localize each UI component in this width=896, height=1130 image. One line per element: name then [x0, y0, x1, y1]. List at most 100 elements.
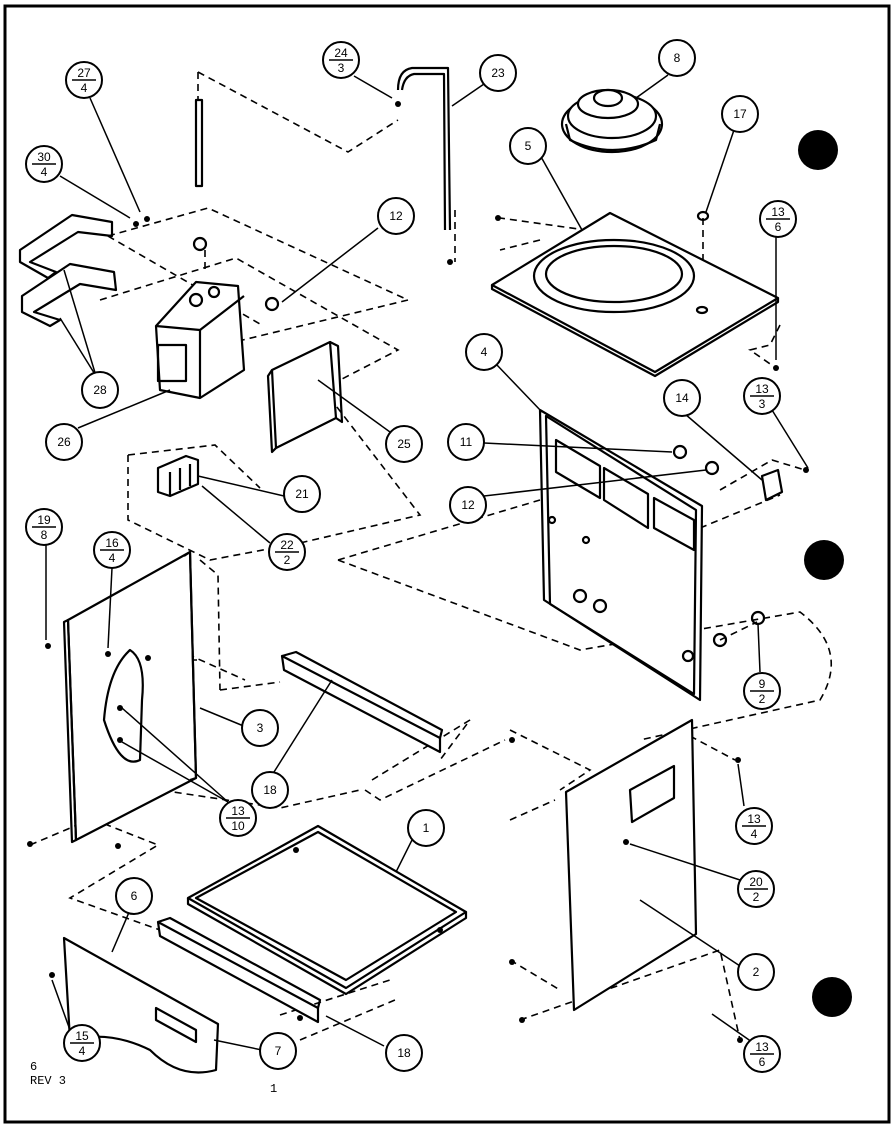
part-23-bent-rod: [396, 66, 452, 231]
callout-5: 5: [509, 127, 547, 165]
callout-13-10-number: 13: [231, 804, 245, 818]
part-4-back-panel: [538, 408, 704, 702]
part-8-fan-cap: [560, 88, 664, 154]
callout-19-8-number: 19: [37, 513, 51, 527]
callout-18-upper: 18: [251, 771, 289, 809]
callout-15-4-quantity: 4: [79, 1044, 86, 1058]
callout-3: 3: [241, 709, 279, 747]
part-26-motor: [154, 236, 246, 400]
callout-24-3-number: 24: [334, 46, 348, 60]
part-18-rail-upper: [280, 650, 444, 754]
fasteners: [27, 215, 809, 1043]
callout-13-6-top: 13 6: [759, 200, 797, 238]
footer-mark: 1: [270, 1082, 277, 1096]
callout-13-6-bottom-quantity: 6: [759, 1055, 766, 1069]
callout-13-6-top-quantity: 6: [775, 220, 782, 234]
part-21-terminal-block: [156, 454, 200, 498]
footer-revision: REV 3: [30, 1074, 66, 1088]
callout-6-number: 6: [131, 889, 138, 903]
diagram-frame: [3, 4, 891, 1124]
callout-1-number: 1: [423, 821, 430, 835]
callout-19-8: 19 8: [25, 508, 63, 546]
callout-27-4-quantity: 4: [81, 81, 88, 95]
callout-27-4: 27 4: [65, 61, 103, 99]
part-5-top-plate: [490, 211, 780, 378]
callout-19-8-quantity: 8: [41, 528, 48, 542]
callout-13-6-bottom: 13 6: [743, 1035, 781, 1073]
callout-20-2-number: 20: [749, 875, 763, 889]
callout-8-number: 8: [674, 51, 681, 65]
callout-8: 8: [658, 39, 696, 77]
binder-hole-bottom: [812, 977, 852, 1017]
part-shaft: [194, 98, 204, 188]
callout-16-4-quantity: 4: [109, 551, 116, 565]
callout-27-4-number: 27: [77, 66, 91, 80]
callout-11-number: 11: [460, 435, 473, 449]
footer-figure-number: 6: [30, 1060, 37, 1074]
callout-22-2-quantity: 2: [284, 553, 291, 567]
callout-13-10: 13 10: [219, 799, 257, 837]
callout-15-4: 15 4: [63, 1024, 101, 1062]
callout-16-4-number: 16: [105, 536, 119, 550]
callout-9-2: 9 2: [743, 672, 781, 710]
callout-14-number: 14: [675, 391, 689, 405]
callout-18-lower: 18: [385, 1034, 423, 1072]
callout-18-lower-number: 18: [397, 1046, 411, 1060]
callout-1: 1: [407, 809, 445, 847]
callout-7: 7: [259, 1032, 297, 1070]
callout-13-3: 13 3: [743, 377, 781, 415]
callout-16-4: 16 4: [93, 531, 131, 569]
callout-13-10-quantity: 10: [231, 819, 245, 833]
callout-18-upper-number: 18: [263, 783, 277, 797]
callout-30-4-quantity: 4: [41, 165, 48, 179]
callout-20-2-quantity: 2: [753, 890, 760, 904]
part-28-clamp-brackets: [18, 213, 118, 328]
callout-14: 14: [663, 379, 701, 417]
callout-17: 17: [721, 95, 759, 133]
callout-5-number: 5: [525, 139, 532, 153]
callout-23-number: 23: [491, 66, 505, 80]
callout-21: 21: [283, 475, 321, 513]
callout-9-2-quantity: 2: [759, 692, 766, 706]
callout-7-number: 7: [275, 1044, 282, 1058]
callout-22-2: 22 2: [268, 533, 306, 571]
binder-hole-top: [798, 130, 838, 170]
callout-21-number: 21: [295, 487, 309, 501]
callout-2: 2: [737, 953, 775, 991]
callout-11: 11: [447, 423, 485, 461]
part-14-small-bracket: [760, 468, 784, 502]
callout-12-motor: 12: [377, 197, 415, 235]
callout-24-3: 24 3: [322, 41, 360, 79]
callout-4: 4: [465, 333, 503, 371]
callout-28-number: 28: [93, 383, 107, 397]
part-25-bracket: [266, 340, 344, 454]
callout-13-4: 13 4: [735, 807, 773, 845]
callout-24-3-quantity: 3: [338, 61, 345, 75]
callout-20-2: 20 2: [737, 870, 775, 908]
callout-26-number: 26: [57, 435, 71, 449]
callout-13-3-number: 13: [755, 382, 769, 396]
callout-3-number: 3: [257, 721, 264, 735]
callout-6: 6: [115, 877, 153, 915]
callout-12-panel: 12: [449, 486, 487, 524]
callout-25: 25: [385, 425, 423, 463]
part-2-front-panel: [564, 718, 698, 1012]
callout-22-2-number: 22: [280, 538, 294, 552]
callout-12-panel-number: 12: [461, 498, 475, 512]
binder-hole-middle: [804, 540, 844, 580]
callout-13-4-number: 13: [747, 812, 761, 826]
callout-9-2-number: 9: [759, 677, 766, 691]
callout-13-6-bottom-number: 13: [755, 1040, 769, 1054]
leader-lines: [45, 74, 809, 1051]
callout-25-number: 25: [397, 437, 411, 451]
callout-13-4-quantity: 4: [751, 827, 758, 841]
callout-17-number: 17: [733, 107, 747, 121]
callout-23: 23: [479, 54, 517, 92]
callout-15-4-number: 15: [75, 1029, 89, 1043]
callout-12-motor-number: 12: [389, 209, 403, 223]
callout-2-number: 2: [753, 965, 760, 979]
callout-4-number: 4: [481, 345, 488, 359]
part-18-rail-lower: [156, 916, 322, 1024]
callout-26: 26: [45, 423, 83, 461]
